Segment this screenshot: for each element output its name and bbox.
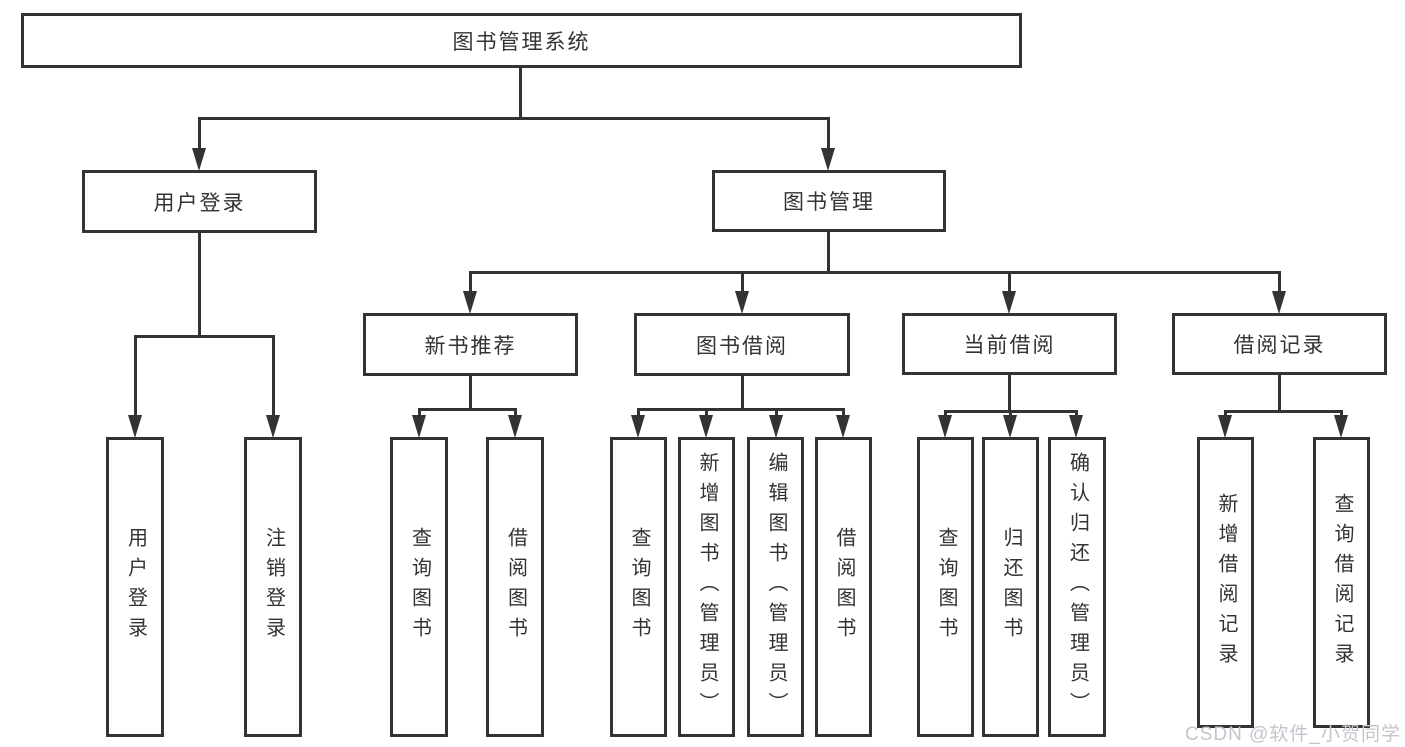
connector-segment <box>741 376 744 411</box>
arrowhead-icon <box>1334 415 1348 438</box>
node-user-login: 用户登录 <box>82 170 317 233</box>
node-label-leaf-confirm-return: 确认归还（管理员） <box>1066 452 1089 722</box>
connector-segment <box>134 335 275 338</box>
node-label-new-book-rec: 新书推荐 <box>424 334 517 358</box>
arrowhead-icon <box>412 415 426 438</box>
node-leaf-user-login: 用户登录 <box>106 437 164 737</box>
connector-segment <box>519 68 522 120</box>
node-leaf-return-book: 归还图书 <box>982 437 1039 737</box>
connector-segment <box>741 271 744 296</box>
node-label-leaf-borrow-book-bor: 借阅图书 <box>833 527 855 647</box>
node-label-leaf-return-book: 归还图书 <box>1000 527 1022 647</box>
node-label-leaf-query-book-bor: 查询图书 <box>628 527 650 647</box>
node-leaf-borrow-book-rec: 借阅图书 <box>486 437 544 737</box>
arrowhead-icon <box>1272 291 1286 314</box>
arrowhead-icon <box>508 415 522 438</box>
connector-segment <box>827 232 830 274</box>
connector-segment <box>1278 271 1281 296</box>
connector-segment <box>469 271 472 296</box>
node-book-mgmt: 图书管理 <box>712 170 946 232</box>
node-label-leaf-logout: 注销登录 <box>262 527 285 647</box>
node-label-current-borrow: 当前借阅 <box>963 334 1056 357</box>
arrowhead-icon <box>836 415 850 438</box>
connector-segment <box>775 408 778 420</box>
node-leaf-confirm-return: 确认归还（管理员） <box>1048 437 1106 737</box>
node-label-leaf-query-book-rec: 查询图书 <box>408 527 431 647</box>
node-label-book-mgmt: 图书管理 <box>783 191 875 214</box>
node-leaf-query-book-cur: 查询图书 <box>917 437 974 737</box>
arrowhead-icon <box>463 291 477 314</box>
arrowhead-icon <box>699 415 713 438</box>
connector-segment <box>1224 410 1343 413</box>
connector-segment <box>827 117 830 153</box>
node-root: 图书管理系统 <box>21 13 1022 68</box>
connector-segment <box>705 408 708 420</box>
node-label-borrow-records: 借阅记录 <box>1233 334 1326 357</box>
node-label-book-borrow: 图书借阅 <box>696 334 788 358</box>
connector-segment <box>1008 375 1011 413</box>
arrowhead-icon <box>1069 415 1083 438</box>
watermark: CSDN @软件_小贺同学 <box>1185 724 1401 745</box>
arrowhead-icon <box>769 415 783 438</box>
connector-segment <box>514 408 517 420</box>
arrowhead-icon <box>128 415 142 438</box>
connector-segment <box>842 408 845 420</box>
arrowhead-icon <box>1218 415 1232 438</box>
connector-segment <box>198 117 830 120</box>
node-leaf-add-borrow-record: 新增借阅记录 <box>1197 437 1254 728</box>
arrowhead-icon <box>1003 415 1017 438</box>
node-label-user-login: 用户登录 <box>153 191 246 215</box>
arrowhead-icon <box>938 415 952 438</box>
node-label-leaf-query-borrow-record: 查询借阅记录 <box>1331 492 1353 673</box>
node-label-root: 图书管理系统 <box>452 30 591 54</box>
connector-segment <box>1278 375 1281 413</box>
connector-segment <box>272 335 275 420</box>
node-leaf-query-book-bor: 查询图书 <box>610 437 667 737</box>
connector-segment <box>134 335 137 420</box>
connector-segment <box>469 271 1281 274</box>
node-book-borrow: 图书借阅 <box>634 313 850 376</box>
connector-segment <box>418 408 517 411</box>
connector-segment <box>637 408 845 411</box>
node-leaf-query-borrow-record: 查询借阅记录 <box>1313 437 1370 728</box>
node-new-book-rec: 新书推荐 <box>363 313 578 376</box>
node-borrow-records: 借阅记录 <box>1172 313 1387 375</box>
arrowhead-icon <box>821 148 835 171</box>
arrowhead-icon <box>192 148 206 171</box>
connector-segment <box>418 408 421 420</box>
node-leaf-borrow-book-bor: 借阅图书 <box>815 437 872 737</box>
node-current-borrow: 当前借阅 <box>902 313 1117 375</box>
node-leaf-add-book-admin: 新增图书（管理员） <box>678 437 735 737</box>
arrowhead-icon <box>735 291 749 314</box>
connector-segment <box>469 376 472 411</box>
node-leaf-edit-book-admin: 编辑图书（管理员） <box>747 437 804 737</box>
connector-segment <box>637 408 640 420</box>
node-leaf-query-book-rec: 查询图书 <box>390 437 448 737</box>
arrowhead-icon <box>266 415 280 438</box>
node-label-leaf-query-book-cur: 查询图书 <box>935 527 957 647</box>
connector-segment <box>198 233 201 338</box>
arrowhead-icon <box>631 415 645 438</box>
connector-segment <box>198 117 201 153</box>
arrowhead-icon <box>1002 291 1016 314</box>
node-label-leaf-add-book-admin: 新增图书（管理员） <box>696 452 718 722</box>
node-leaf-logout: 注销登录 <box>244 437 302 737</box>
node-label-leaf-edit-book-admin: 编辑图书（管理员） <box>765 452 787 722</box>
node-label-leaf-add-borrow-record: 新增借阅记录 <box>1215 492 1237 673</box>
node-label-leaf-user-login: 用户登录 <box>124 527 147 647</box>
node-label-leaf-borrow-book-rec: 借阅图书 <box>504 527 527 647</box>
connector-segment <box>1008 271 1011 296</box>
